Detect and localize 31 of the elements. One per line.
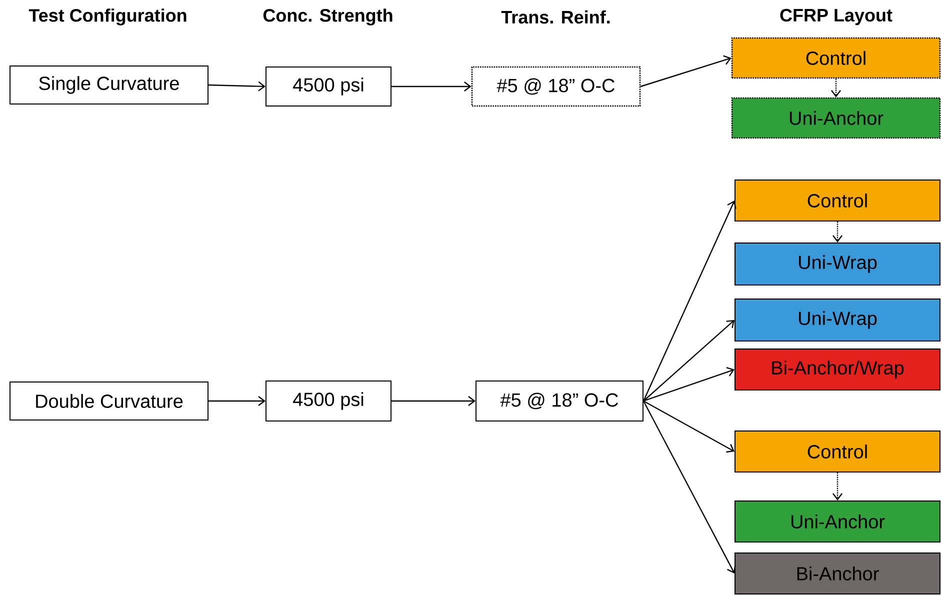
process-box: 4500 psi: [266, 380, 392, 422]
arrow: [392, 82, 472, 92]
arrow: [208, 81, 266, 92]
arrow: [640, 55, 732, 88]
layout-box: Uni-Wrap: [734, 298, 940, 342]
process-box: Single Curvature: [10, 66, 208, 104]
layout-box: Control: [734, 430, 940, 472]
process-box: #5 @ 18” O-C: [476, 380, 644, 422]
column-heading: Conc. Strength: [263, 8, 392, 26]
arrow: [832, 222, 842, 242]
arrow: [832, 472, 842, 500]
arrow: [643, 320, 734, 402]
arrow: [208, 396, 266, 406]
layout-box: Uni-Anchor: [734, 500, 940, 542]
layout-box: Uni-Wrap: [734, 242, 940, 286]
arrow: [642, 400, 736, 574]
column-heading: Trans. Reinf.: [501, 10, 610, 24]
arrow: [642, 200, 736, 402]
layout-box: Control: [731, 37, 941, 79]
layout-box: Control: [734, 180, 940, 222]
arrow: [392, 396, 476, 406]
process-box: Double Curvature: [10, 382, 208, 420]
column-heading: Test Configuration: [28, 8, 186, 26]
arrow: [831, 78, 841, 98]
layout-box: Bi-Anchor: [734, 552, 940, 594]
arrow: [643, 366, 734, 402]
process-box: 4500 psi: [266, 66, 392, 106]
layout-box: Bi-Anchor/Wrap: [734, 348, 940, 390]
layout-box: Uni-Anchor: [731, 97, 941, 139]
process-box: #5 @ 18” O-C: [471, 66, 641, 107]
arrow: [643, 400, 734, 453]
